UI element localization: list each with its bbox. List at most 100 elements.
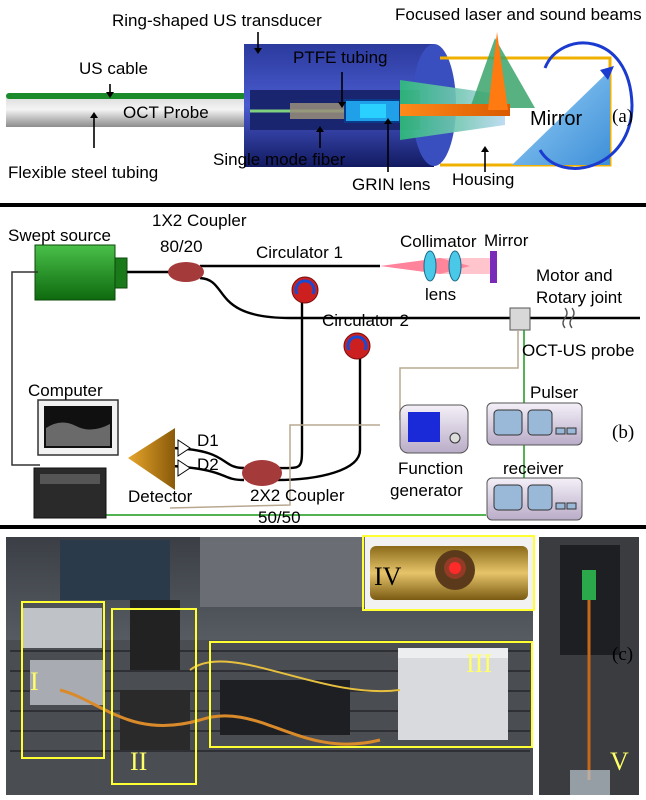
us-cable: [6, 93, 246, 99]
photo-instrument-1: [22, 608, 102, 648]
photo-laser-box: [398, 655, 508, 740]
panel-a-arrowheads: [90, 48, 489, 152]
photo-wall: [200, 537, 380, 607]
panel-c-tag: (c): [612, 644, 633, 665]
label-coupler-1x2: 1X2 Coupler: [152, 211, 247, 230]
label-pulser: Pulser: [530, 383, 579, 402]
label-coupler-2x2-ratio: 50/50: [258, 508, 301, 527]
divider-2: [0, 525, 646, 529]
pulser-display: [493, 409, 523, 436]
label-steel-tubing: Flexible steel tubing: [8, 163, 158, 182]
label-coupler-2x2: 2X2 Coupler: [250, 486, 345, 505]
photo-fiber: [189, 660, 401, 693]
label-collimator: Collimator: [400, 232, 477, 251]
swept-source-box: [34, 244, 116, 301]
label-oct-probe: OCT Probe: [123, 103, 209, 122]
panel-a-tag: (a): [612, 106, 633, 127]
coupler-1x2: [168, 262, 204, 282]
label-region-i: I: [30, 667, 39, 696]
label-region-iii: III: [466, 649, 492, 678]
collimated-beam-2: [440, 258, 490, 274]
d2-diode: [177, 459, 191, 477]
label-grin-lens: GRIN lens: [352, 175, 430, 194]
circulator-1: [291, 276, 319, 304]
receiver-display: [493, 484, 523, 511]
function-generator-screen: [408, 412, 440, 442]
label-generator: generator: [390, 481, 463, 500]
coupler-2x2: [242, 460, 282, 486]
photo-stage: [130, 600, 180, 670]
pulser-display-2: [527, 409, 553, 436]
photo-monitor: [60, 540, 170, 600]
grin-lens-core: [360, 104, 386, 118]
panel-a: Ring-shaped US transducer Focused laser …: [6, 5, 642, 194]
label-swept-source: Swept source: [8, 226, 111, 245]
label-circulator-1: Circulator 1: [256, 243, 343, 262]
inset-iv-laser-glow: [444, 557, 466, 579]
box-iii: [209, 641, 533, 748]
panel-b-tag: (b): [612, 422, 634, 443]
label-region-iv: IV: [374, 562, 402, 591]
label-ptfe: PTFE tubing: [293, 48, 388, 67]
circulator-2: [343, 332, 371, 360]
label-oct-us-probe: OCT-US probe: [522, 341, 634, 360]
box-ii: [111, 608, 197, 785]
label-lens: lens: [425, 285, 456, 304]
label-mirror-a: Mirror: [530, 108, 583, 130]
laser-beam-vertical: [488, 32, 508, 110]
laser-beam-horizontal: [400, 104, 510, 116]
reference-mirror: [490, 251, 497, 283]
label-mirror-b: Mirror: [484, 231, 529, 250]
collimator-lens-1: [423, 250, 437, 282]
oct-probe-tube: [6, 95, 246, 127]
swept-source-port: [114, 257, 128, 289]
label-receiver: receiver: [503, 459, 564, 478]
panel-a-leaders: [93, 32, 486, 172]
panel-c: I II III IV V (c): [6, 535, 639, 795]
label-computer: Computer: [28, 381, 103, 400]
oct-us-probe-connector: [509, 307, 531, 331]
collimator-lens-2: [448, 250, 462, 282]
side-photo-connector: [582, 570, 596, 600]
label-housing: Housing: [452, 170, 514, 189]
label-motor: Motor and: [536, 266, 613, 285]
label-ring-transducer: Ring-shaped US transducer: [112, 11, 322, 30]
receiver-port-2: [566, 502, 577, 510]
pulser-port-1: [555, 427, 566, 435]
label-d1: D1: [197, 431, 219, 450]
computer-tower-panel: [40, 474, 100, 484]
side-photo-beaker: [570, 770, 610, 795]
receiver-display-2: [527, 484, 553, 511]
photo-optics: [220, 680, 350, 735]
screen-image: [46, 422, 110, 446]
label-circulator-2: Circulator 2: [322, 311, 409, 330]
label-focused-beams: Focused laser and sound beams: [395, 5, 642, 24]
label-detector: Detector: [128, 487, 193, 506]
photo-cables: [59, 688, 381, 746]
photo-laser-box-top: [398, 648, 508, 658]
detector: [128, 428, 175, 490]
box-i: [21, 601, 105, 759]
panel-b: Swept source 1X2 Coupler 80/20 Circulato…: [8, 211, 640, 527]
function-generator-knob: [449, 432, 461, 444]
label-d2: D2: [197, 455, 219, 474]
rotary-joint-symbol: [562, 307, 575, 329]
mirror-a: [512, 70, 610, 165]
label-region-ii: II: [130, 747, 147, 776]
label-us-cable: US cable: [79, 59, 148, 78]
d1-diode: [177, 439, 191, 457]
label-coupler-1x2-ratio: 80/20: [160, 237, 203, 256]
label-function: Function: [398, 459, 463, 478]
label-region-v: V: [610, 747, 629, 776]
label-rotary: Rotary joint: [536, 288, 622, 307]
ptfe-tubing: [290, 103, 350, 119]
box-iv: [362, 535, 535, 611]
photo-instrument-2: [30, 660, 105, 705]
highlight-boxes: [21, 535, 535, 785]
rotation-arrow: [538, 41, 634, 170]
receiver-port-1: [555, 502, 566, 510]
inset-iv-laser-spot: [449, 562, 461, 574]
pulser-port-2: [566, 427, 577, 435]
divider-1: [0, 203, 646, 207]
